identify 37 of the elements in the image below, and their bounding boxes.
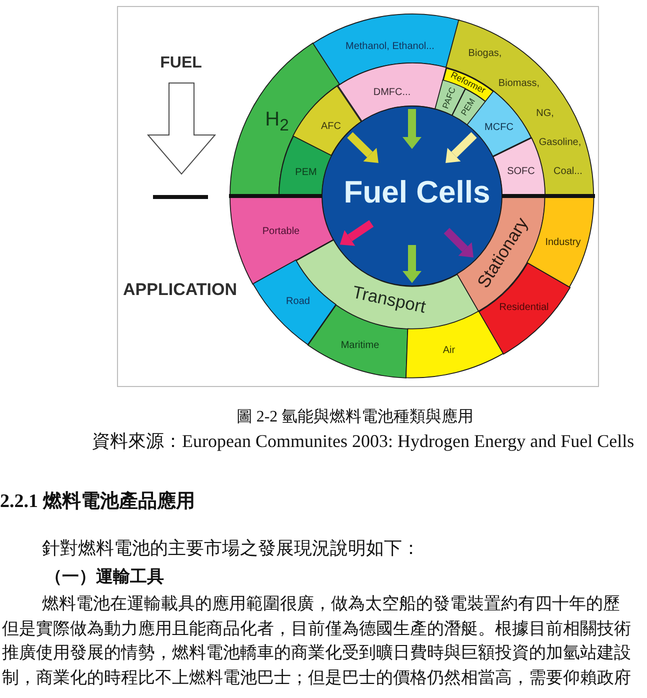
- segment-label: Air: [442, 346, 456, 356]
- figure-caption: 圖 2-2 氫能與燃料電池種類與應用: [236, 407, 474, 427]
- segment-label: PEM: [295, 168, 317, 178]
- segment-label: Industry: [545, 238, 581, 248]
- segment-label: MCFC: [484, 122, 514, 133]
- segment-label: SOFC: [507, 166, 535, 177]
- ring-segment: [292, 84, 363, 156]
- segment-label: AFC: [320, 122, 341, 132]
- segment-label: Road: [286, 296, 310, 307]
- segment-label: Portable: [262, 227, 300, 237]
- segment-label: Maritime: [340, 340, 380, 351]
- arrow: [402, 109, 422, 149]
- ring-segment: [229, 42, 341, 197]
- arrow: [446, 132, 477, 164]
- segment-label: DMFC...: [373, 88, 411, 98]
- segment-label: Gasoline,: [538, 138, 582, 148]
- segment-label: Transport: [350, 284, 428, 316]
- segment-label: NG,: [536, 108, 554, 119]
- segment-label: Biogas,: [468, 48, 502, 59]
- segment-label: Coal...: [554, 166, 582, 177]
- body-text: 燃料電池在運輸載具的應用範圍很廣，做為太空船的發電裝置約有四十年的歷但是實際做為動力應用且能商品化者，目前僅為德國生產的潛艇。根據目前相關技術推廣使用發展的情勢，燃料電池轎車的商業化受到曠日費時與巨額投資的加氫站建設制，商業化的時程比不上燃料電池巴士；但是巴士的價格仍然相當高，需要仰賴政府: [2, 593, 632, 688]
- ring-segment: [252, 259, 337, 346]
- section-heading: 2.2.1 燃料電池產品應用: [0, 491, 195, 514]
- segment-label: Methanol, Ethanol...: [346, 42, 434, 52]
- section-label: APPLICATION: [123, 280, 237, 300]
- segment-label: Residential: [499, 303, 549, 313]
- source-note: 資料來源：European Communites 2003: Hydrogen Energy and Fuel Cells: [92, 431, 634, 453]
- section-label: FUEL: [160, 53, 202, 73]
- center-title: Fuel Cells: [344, 176, 490, 208]
- subsection-heading: （一）運輸工具: [45, 567, 164, 588]
- segment-label: Biomass,: [498, 78, 540, 89]
- arrow: [444, 228, 474, 258]
- arrow: [340, 220, 374, 246]
- arrow: [402, 245, 422, 283]
- segment-label: H$_{2}$: [265, 110, 289, 134]
- body-text: 針對燃料電池的主要市場之發展現況說明如下：: [42, 538, 420, 560]
- arrow: [347, 132, 378, 164]
